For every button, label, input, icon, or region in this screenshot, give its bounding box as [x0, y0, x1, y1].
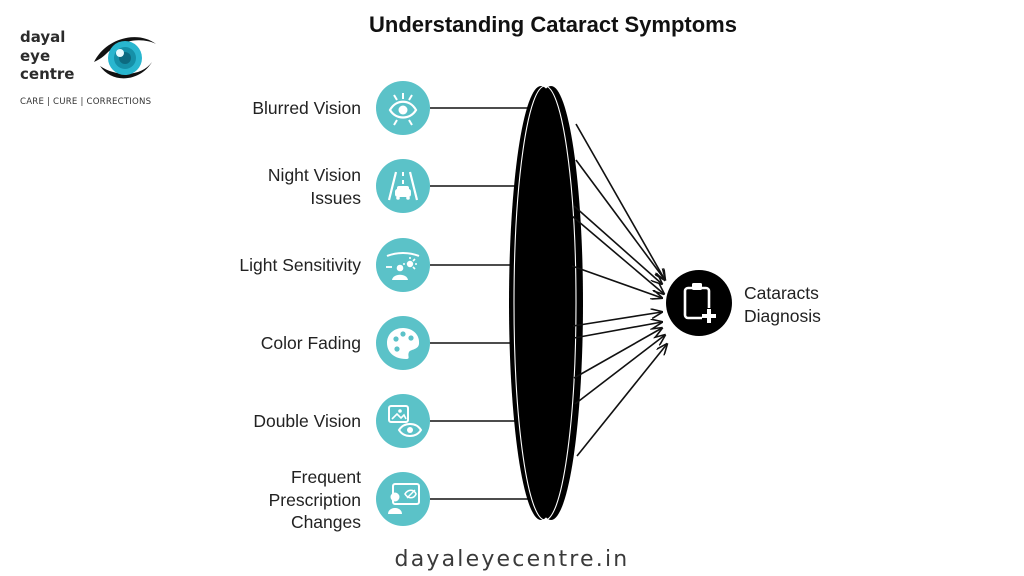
- symptom-label: Light Sensitivity: [239, 255, 361, 275]
- prescription-glasses-icon: [376, 472, 430, 526]
- arrow: [571, 215, 664, 294]
- arrow: [573, 322, 662, 339]
- diagnosis-label: Cataracts Diagnosis: [744, 283, 821, 326]
- page-title: Understanding Cataract Symptoms: [369, 12, 737, 37]
- brand-name-line: eye: [20, 46, 51, 65]
- symptom-label: Frequent Prescription Changes: [268, 467, 361, 532]
- symptom-label: Blurred Vision: [252, 98, 361, 118]
- brand-name: dayal eye centre: [20, 28, 75, 84]
- night-road-car-icon: [376, 159, 430, 213]
- arrow: [575, 159, 665, 280]
- lens-shape: [509, 85, 583, 521]
- symptom-label: Night Vision Issues: [267, 165, 361, 208]
- arrow: [571, 265, 662, 298]
- arrow: [576, 344, 667, 457]
- brand-name-line: centre: [20, 65, 75, 83]
- symptom-label: Color Fading: [260, 333, 361, 353]
- connector-lines: [430, 107, 535, 500]
- arrow: [572, 312, 662, 327]
- eye-logo-icon: [94, 37, 156, 79]
- blurred-eye-icon: [376, 81, 430, 135]
- symptom-label: Double Vision: [253, 411, 361, 431]
- clipboard-medical-icon: [666, 270, 732, 336]
- double-vision-icon: [376, 394, 430, 448]
- brand-tagline: CARE | CURE | CORRECTIONS: [20, 97, 152, 107]
- color-palette-icon: [376, 316, 430, 370]
- arrow: [573, 328, 662, 379]
- brand-logo: dayal eye centre CARE | CURE | CORRECTIO…: [20, 28, 170, 113]
- light-sensitivity-icon: [376, 238, 430, 292]
- brand-name-line: dayal: [20, 28, 66, 46]
- arrow: [574, 335, 665, 405]
- footer-website: dayaleyecentre.in: [394, 547, 630, 572]
- arrow: [573, 205, 662, 284]
- arrow: [575, 123, 665, 280]
- arrows: [571, 123, 667, 457]
